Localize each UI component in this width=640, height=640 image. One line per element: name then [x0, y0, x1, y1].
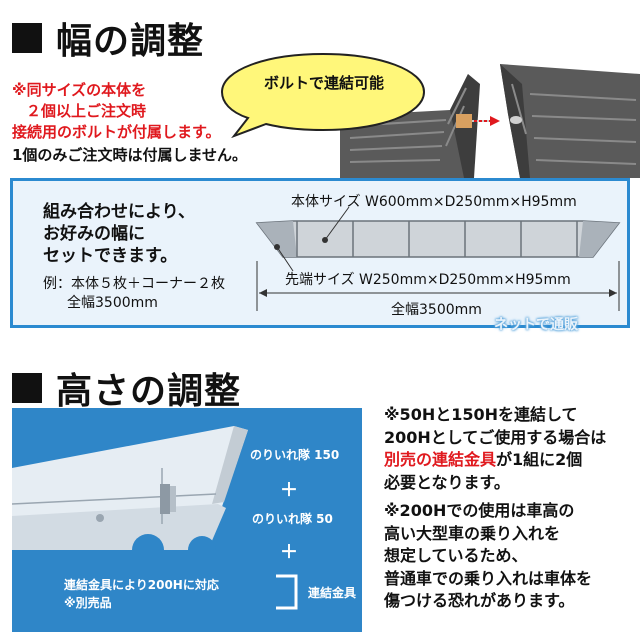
- width-combination-box: 組み合わせにより、 お好みの幅に セットできます。 例：本体５枚＋コーナー２枚 …: [10, 178, 630, 328]
- bolt-included-notes: ※同サイズの本体を ２個以上ご注文時 接続用のボルトが付属します。: [12, 80, 221, 143]
- label-noriiretai-50: のりいれ隊 50: [252, 512, 333, 526]
- combination-diagram: [255, 206, 621, 311]
- heading-square-icon: [12, 23, 42, 53]
- connector-note: 連結金具により200Hに対応: [64, 578, 219, 592]
- connector-requirement-note: ※50Hと150Hを連結して 200Hとしてご使用する場合は 別売の連結金具が1…: [384, 404, 634, 494]
- note-line: 200Hとしてご使用する場合は: [384, 427, 607, 447]
- plus-sign-1: ＋: [280, 480, 298, 501]
- note-line: 高い大型車の乗り入れを: [384, 523, 561, 543]
- note-line: 必要となります。: [384, 472, 510, 492]
- height-usage-notes: ※50Hと150Hを連結して 200Hとしてご使用する場合は 別売の連結金具が1…: [384, 404, 634, 619]
- total-width-label: 全幅3500mm: [391, 302, 482, 318]
- combination-example: 例：本体５枚＋コーナー２枚 全幅3500mm: [43, 275, 225, 313]
- single-order-note: 1個のみご注文時は付属しません。: [12, 146, 247, 164]
- red-note-line: ※同サイズの本体を: [12, 81, 147, 99]
- width-section-title: 幅の調整: [56, 21, 205, 62]
- speech-bubble: [220, 52, 426, 138]
- bubble-text: ボルトで連結可能: [263, 74, 384, 92]
- width-section-heading: 幅の調整: [12, 12, 204, 64]
- heading-square-icon: [12, 373, 42, 403]
- note-line: 想定しているため、: [384, 546, 528, 565]
- note-line: が1組に2個: [496, 450, 583, 469]
- stacked-ramp-illustration: [12, 426, 298, 610]
- vehicle-warning-note: ※200Hでの使用は車高の 高い大型車の乗り入れを 想定しているため、 普通車で…: [384, 500, 634, 613]
- label-noriiretai-150: のりいれ隊 150: [250, 448, 340, 462]
- bolt-connection-photo: [340, 64, 640, 178]
- combination-description: 組み合わせにより、 お好みの幅に セットできます。: [43, 201, 195, 267]
- tip-size-label: 先端サイズ W250mm×D250mm×H95mm: [285, 272, 571, 288]
- shop-watermark: ネットで通販: [494, 317, 578, 333]
- combination-line: 組み合わせにより、: [43, 202, 195, 222]
- note-line: 傷つける恐れがあります。: [384, 591, 575, 610]
- height-section-title: 高さの調整: [56, 371, 242, 412]
- combination-line: セットできます。: [43, 246, 178, 266]
- connector-label: 連結金具: [308, 586, 357, 600]
- height-stack-diagram: のりいれ隊 150 ＋ のりいれ隊 50 ＋ 連結金具 連結金具により200Hに…: [12, 408, 362, 632]
- body-size-label: 本体サイズ W600mm×D250mm×H95mm: [291, 194, 577, 210]
- combination-line: お好みの幅に: [43, 224, 145, 244]
- note-line: ※200Hでの使用は車高の: [384, 501, 575, 520]
- plus-sign-2: ＋: [280, 542, 298, 563]
- example-total-width: 全幅3500mm: [67, 295, 158, 311]
- red-note-line: 接続用のボルトが付属します。: [12, 123, 221, 141]
- note-line: ※50Hと150Hを連結して: [384, 405, 578, 424]
- sold-separately-note: ※別売品: [64, 596, 112, 610]
- separate-connector-text: 別売の連結金具: [384, 450, 497, 469]
- example-line: 例：本体５枚＋コーナー２枚: [43, 276, 225, 292]
- red-note-line: ２個以上ご注文時: [26, 102, 147, 120]
- note-line: 普通車での乗り入れは車体を: [384, 568, 593, 588]
- height-section-heading: 高さの調整: [12, 362, 241, 414]
